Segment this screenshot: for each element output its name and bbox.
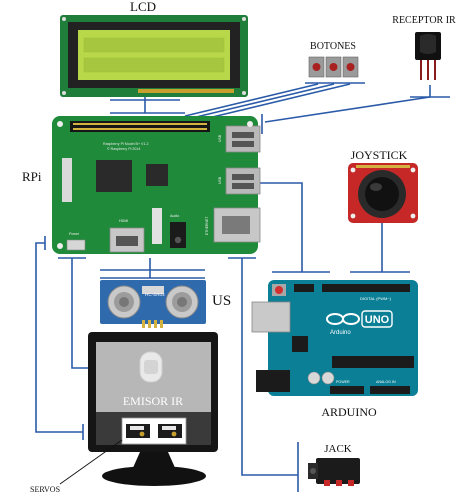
rpi-usb-text-1: USB xyxy=(218,134,222,142)
arduino-reset-button[interactable] xyxy=(275,286,283,294)
ir-receiver-legs xyxy=(421,60,435,80)
rpi-soc-chip xyxy=(96,160,132,192)
rpi-gpio-header xyxy=(70,121,210,132)
audio-jack-module: JACK xyxy=(308,443,360,486)
us-model-text: HC-SR04 xyxy=(145,292,165,297)
rpi-usb-text-2: USB xyxy=(218,176,222,184)
rpi-hdmi-text: HDMI xyxy=(119,219,128,223)
lcd-pins xyxy=(138,89,234,93)
rpi-ethernet-text: ETHERNET xyxy=(205,217,209,235)
monitor-base xyxy=(102,466,206,486)
ir-receiver: RECEPTOR IR xyxy=(392,15,456,80)
raspberry-pi-board: RPi Raspberry Pi Model B+ V1.2 © Raspber… xyxy=(22,116,260,254)
rpi-camera-connector xyxy=(152,208,162,244)
rpi-audio-text: Audio xyxy=(170,214,179,218)
rpi-label: RPi xyxy=(22,169,42,184)
rpi-usb-chip xyxy=(146,164,168,186)
us-label: US xyxy=(212,293,231,309)
arduino-digital-header xyxy=(322,284,410,292)
rpi-copyright-text: © Raspberry Pi 2014 xyxy=(107,147,140,151)
push-button-2[interactable] xyxy=(326,57,341,77)
rpi-model-text: Raspberry Pi Model B+ V1.2 xyxy=(103,142,148,146)
arduino-label: ARDUINO xyxy=(321,405,377,419)
lcd-screen xyxy=(78,30,230,80)
emisor-ir-label: EMISOR IR xyxy=(123,394,183,408)
arduino-power-text: POWER xyxy=(336,380,350,384)
push-button-1[interactable] xyxy=(309,57,324,77)
arduino-uno-board: DIGITAL (PWM~) UNO Arduino POWER ANALOG … xyxy=(252,280,418,396)
servos-pair xyxy=(122,418,186,444)
lcd-label: LCD xyxy=(130,0,156,14)
receptor-ir-label: RECEPTOR IR xyxy=(392,15,456,26)
lcd-module: LCD xyxy=(60,0,248,97)
push-button-3[interactable] xyxy=(343,57,358,77)
monitor-assembly: EMISOR IR xyxy=(88,332,218,486)
ir-emitter-led xyxy=(140,352,162,382)
botones-label: BOTONES xyxy=(310,41,356,52)
rpi-display-connector xyxy=(62,158,72,202)
arduino-capacitor-1 xyxy=(308,372,320,384)
buttons-module: BOTONES xyxy=(309,41,358,77)
arduino-power-header xyxy=(330,386,364,394)
arduino-brand-text: Arduino xyxy=(330,330,351,336)
wire-rpi-arduino xyxy=(258,183,302,272)
arduino-usb-port xyxy=(252,302,290,332)
arduino-analog-text: ANALOG IN xyxy=(376,380,396,384)
servos-label: SERVOS xyxy=(30,485,60,494)
arduino-digital-text: DIGITAL (PWM~) xyxy=(360,296,392,301)
arduino-atmega-chip xyxy=(332,356,414,368)
wire-rpi-servos xyxy=(36,243,83,432)
arduino-analog-header xyxy=(370,386,410,394)
joystick-stick[interactable] xyxy=(365,177,399,211)
ultrasonic-sensor: US HC-SR04 xyxy=(100,280,231,328)
wire-receptor-rpi xyxy=(265,97,430,122)
rpi-power-text: Power xyxy=(69,232,80,236)
arduino-capacitor-2 xyxy=(322,372,334,384)
joystick-label: JOYSTICK xyxy=(351,148,408,162)
joystick-module: JOYSTICK xyxy=(348,148,418,223)
arduino-pcb xyxy=(268,280,418,396)
arduino-uno-text: UNO xyxy=(365,314,390,326)
jack-label: JACK xyxy=(324,443,352,455)
arduino-dc-jack xyxy=(256,370,290,392)
